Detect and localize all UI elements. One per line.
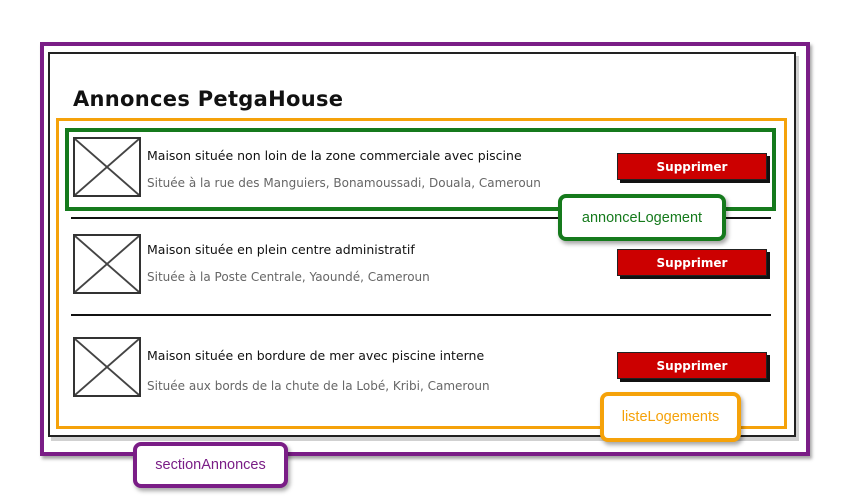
page-title: Annonces PetgaHouse	[73, 87, 344, 111]
annotation-section-annonces: sectionAnnonces	[133, 442, 288, 488]
annonce-address: Située aux bords de la chute de la Lobé,…	[147, 379, 490, 393]
delete-button[interactable]: Supprimer	[617, 153, 767, 180]
liste-logements	[56, 118, 787, 429]
divider	[71, 217, 771, 219]
divider	[71, 314, 771, 316]
annonce-address: Située à la Poste Centrale, Yaoundé, Cam…	[147, 270, 430, 284]
image-placeholder-icon	[73, 137, 141, 197]
annotation-annonce-logement: annonceLogement	[558, 194, 726, 241]
image-placeholder-icon	[73, 234, 141, 294]
image-placeholder-icon	[73, 337, 141, 397]
delete-button[interactable]: Supprimer	[617, 352, 767, 379]
delete-button[interactable]: Supprimer	[617, 249, 767, 276]
annonce-address: Située à la rue des Manguiers, Bonamouss…	[147, 176, 541, 190]
annonce-title: Maison située en bordure de mer avec pis…	[147, 348, 485, 363]
annonce-logement-highlight	[65, 128, 776, 211]
annotation-liste-logements: listeLogements	[600, 392, 741, 442]
section-annonces	[40, 42, 810, 456]
annonce-title: Maison située en plein centre administra…	[147, 242, 415, 257]
annonce-title: Maison située non loin de la zone commer…	[147, 148, 522, 163]
